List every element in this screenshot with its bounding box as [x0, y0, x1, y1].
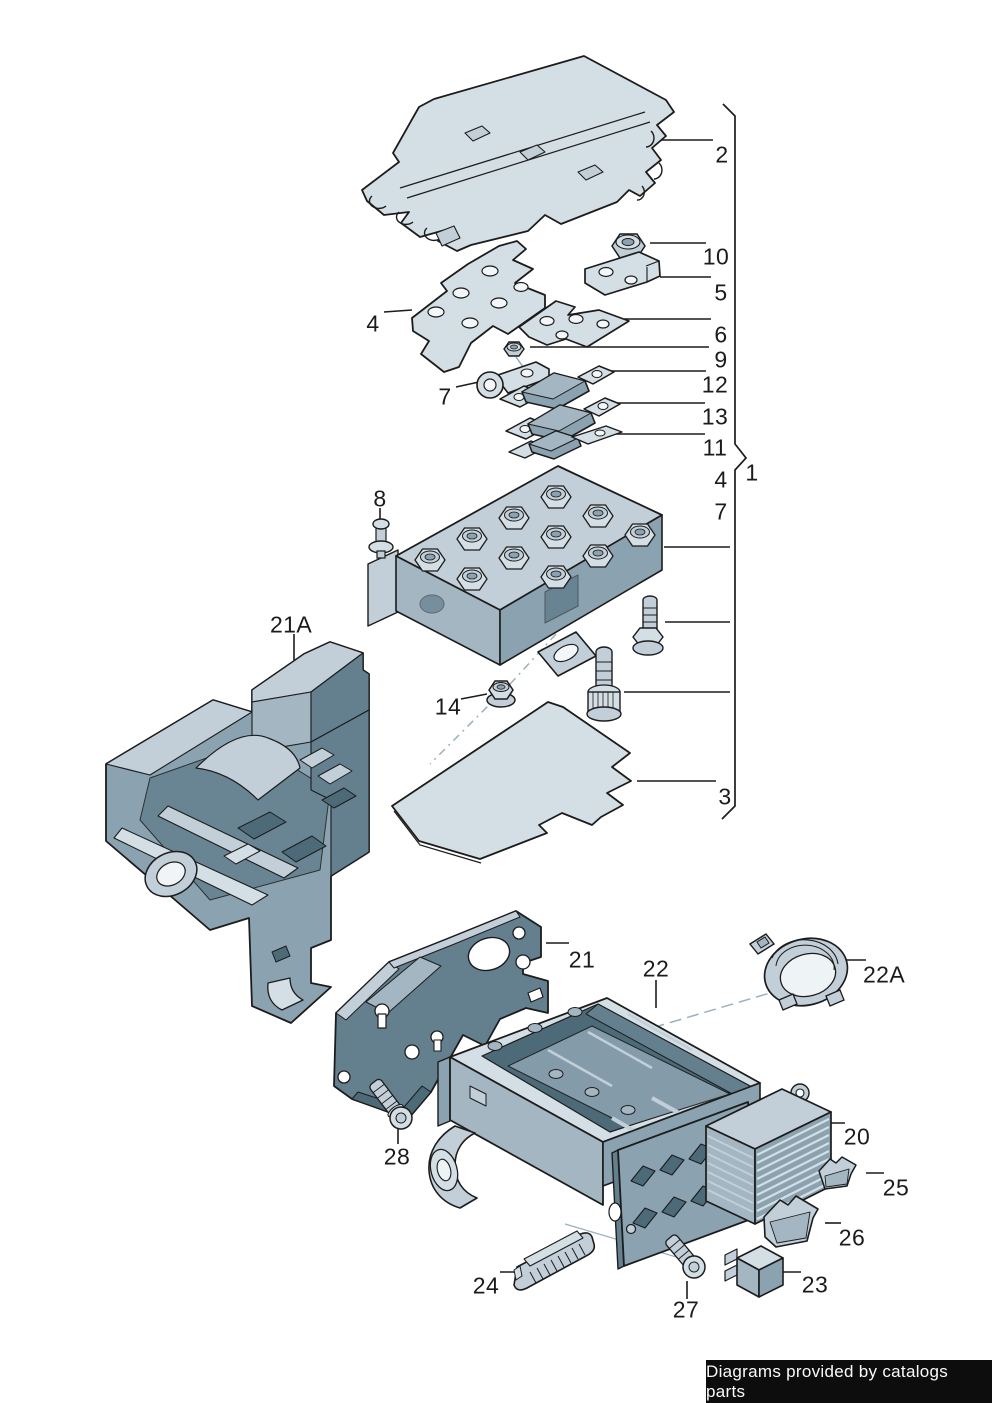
busbar-plate-part: [411, 240, 546, 373]
plate-part-6: [518, 300, 630, 348]
callout-12: 12: [701, 371, 729, 398]
callout-20: 20: [843, 1123, 871, 1150]
callout-2: 2: [715, 141, 729, 168]
relay-part-23: [724, 1245, 784, 1298]
fuse-holder-part-20: [705, 1083, 832, 1225]
callout-25: 25: [882, 1174, 910, 1201]
fuse-part-11: [508, 425, 623, 460]
fuse-carrier-box: [367, 465, 663, 677]
group-bracket-line: [721, 103, 748, 820]
bolt-part-upper: [632, 595, 664, 656]
fuse-part-13: [505, 397, 621, 442]
callout-10: 10: [702, 243, 730, 270]
screw-part-28: [369, 1078, 413, 1130]
bracket-part-5: [584, 251, 661, 296]
callout-1: 1: [745, 459, 759, 486]
callout-3: 3: [718, 783, 732, 810]
callout-26: 26: [838, 1224, 866, 1251]
callout-24: 24: [472, 1272, 500, 1299]
base-panel-part-3: [391, 701, 632, 864]
fuse-puller-part-24: [513, 1230, 596, 1291]
callout-7-group: 7: [714, 498, 728, 525]
callout-11: 11: [702, 434, 728, 461]
callout-4: 4: [366, 310, 380, 337]
watermark-bar: Diagrams provided by catalogs parts: [706, 1360, 992, 1403]
callout-14: 14: [434, 693, 462, 720]
carrier-bracket-part-21a: [105, 641, 370, 1024]
callout-9: 9: [714, 346, 728, 373]
callout-21a: 21A: [269, 611, 313, 638]
ring-terminal-part-7: [476, 361, 550, 399]
callout-7: 7: [438, 383, 452, 410]
callout-8: 8: [373, 485, 387, 512]
fuse-part-12: [499, 365, 615, 410]
mount-bracket-part-21: [333, 910, 549, 1120]
leader-lines: [293, 139, 884, 1299]
callout-6: 6: [714, 321, 728, 348]
cover-part: [361, 55, 675, 252]
stud-part-8: [368, 518, 394, 559]
housing-part-22: [428, 997, 761, 1209]
callout-23: 23: [801, 1271, 829, 1298]
watermark-text: Diagrams provided by catalogs parts: [706, 1361, 949, 1401]
flange-nut-part-14: [486, 680, 516, 708]
callout-27: 27: [672, 1296, 700, 1323]
callout-28: 28: [383, 1143, 411, 1170]
retaining-clip-part-22a: [748, 933, 849, 1011]
screw-part-27: [665, 1234, 706, 1279]
callout-13: 13: [701, 403, 729, 430]
nut-part-9: [503, 341, 525, 357]
blade-fuse-part-26: [763, 1195, 819, 1248]
callout-22: 22: [642, 955, 670, 982]
callout-4-group: 4: [714, 466, 728, 493]
callout-21: 21: [568, 946, 596, 973]
callout-22a: 22A: [862, 961, 906, 988]
callout-5: 5: [714, 279, 728, 306]
blade-fuse-part-25: [818, 1156, 857, 1190]
nut-part-10: [611, 233, 646, 259]
bolt-part-lower: [586, 646, 622, 722]
